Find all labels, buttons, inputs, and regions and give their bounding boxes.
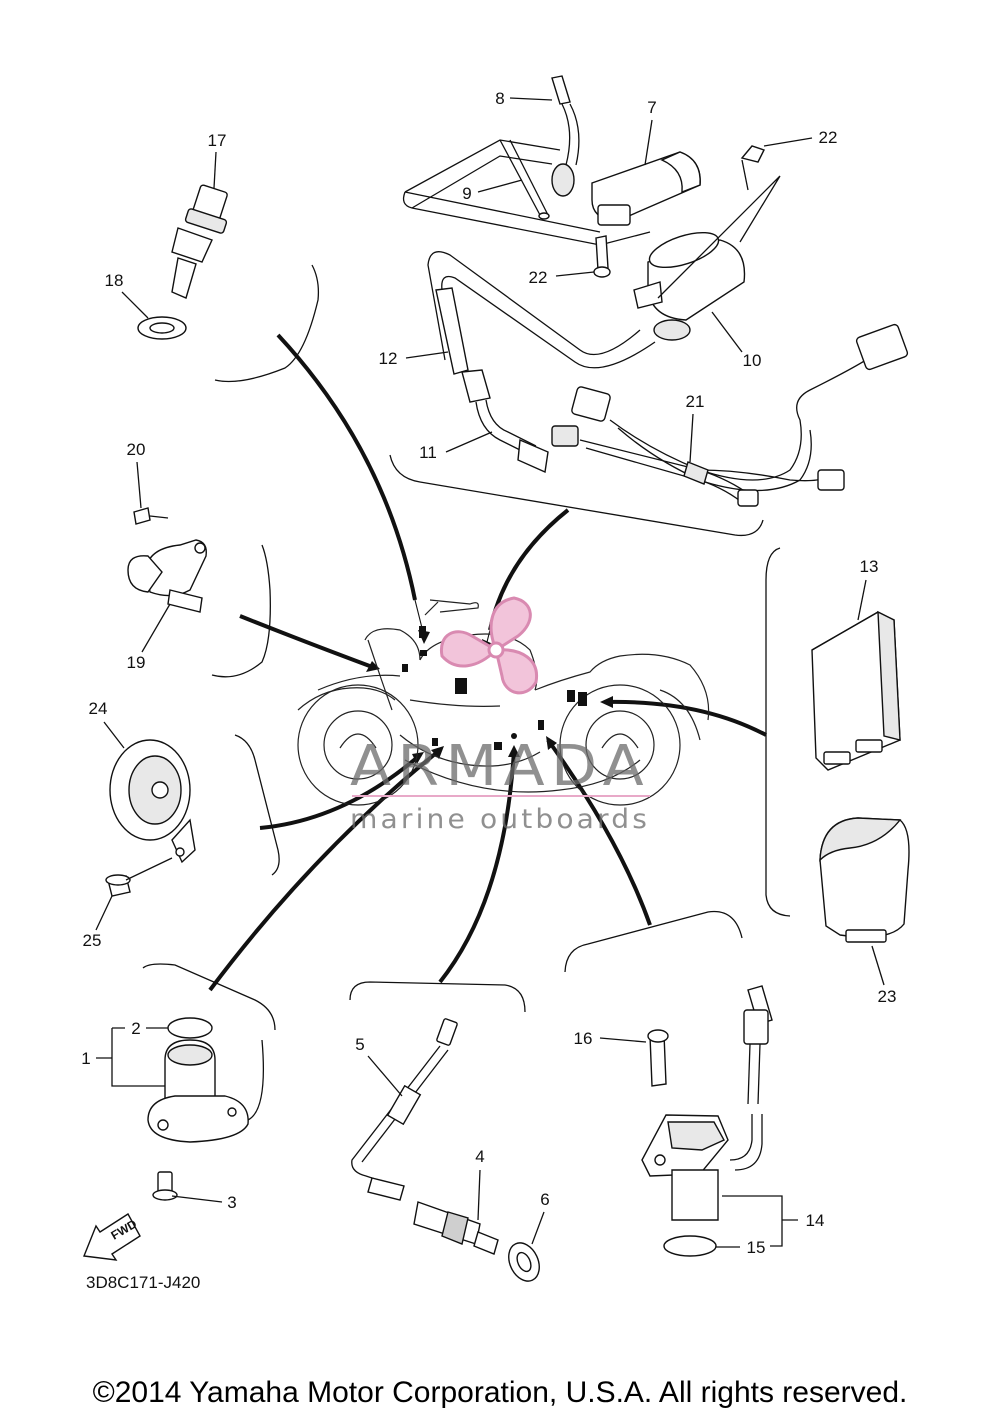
callout-24: 24 (89, 699, 108, 718)
callout-13: 13 (860, 557, 879, 576)
motorcycle-outline (297, 599, 710, 806)
callout-22-mid: 22 (529, 268, 548, 287)
callout-17: 17 (208, 131, 227, 150)
part-13-ecu (811, 610, 901, 771)
part-19-throttle-position-sensor (127, 507, 207, 613)
callout-15: 15 (747, 1238, 766, 1257)
callout-14: 14 (806, 1211, 825, 1230)
callout-9: 9 (462, 184, 471, 203)
callout-19: 19 (127, 653, 146, 672)
part-22-screw (593, 235, 611, 278)
callout-4: 4 (475, 1147, 484, 1166)
copyright-notice: ©2014 Yamaha Motor Corporation, U.S.A. A… (92, 1376, 908, 1409)
part-10-ignition-coil-rear (427, 145, 765, 474)
part-24-horn (105, 739, 196, 897)
watermark-brand: ARMADA (350, 734, 650, 799)
callout-22-top: 22 (819, 128, 838, 147)
part-17-temperature-sensor (137, 184, 228, 340)
part-4-o2-sensor (351, 1018, 540, 1282)
callout-20: 20 (127, 440, 146, 459)
callout-8: 8 (495, 89, 504, 108)
watermark-tagline: marine outboards (350, 804, 650, 835)
callout-21: 21 (686, 392, 705, 411)
part-code: 3D8C171-J420 (86, 1273, 200, 1292)
part-14-crankshaft-sensor (641, 985, 773, 1257)
callout-23: 23 (878, 987, 897, 1006)
callout-11: 11 (419, 443, 437, 462)
callout-12: 12 (379, 349, 398, 368)
watermark: ARMADA marine outboards (350, 596, 650, 835)
callout-25: 25 (83, 931, 102, 950)
part-23-relay (819, 817, 910, 943)
callout-10: 10 (743, 351, 762, 370)
callout-16: 16 (574, 1029, 593, 1048)
propeller-logo-icon (439, 596, 539, 695)
part-1-speed-sensor (147, 1017, 265, 1201)
bike-leader-lines (208, 333, 767, 992)
callout-1: 1 (81, 1049, 90, 1068)
callout-5: 5 (355, 1035, 364, 1054)
callout-6: 6 (540, 1190, 549, 1209)
callout-7: 7 (647, 98, 656, 117)
fwd-arrow-icon: FWD (83, 1213, 141, 1261)
part-21-wire-harness (551, 323, 909, 507)
callout-2: 2 (131, 1019, 140, 1038)
callout-18: 18 (105, 271, 124, 290)
callout-labels: 1 2 3 4 5 6 7 8 9 10 11 12 13 (81, 89, 896, 1257)
callout-3: 3 (227, 1193, 236, 1212)
part-7-ignition-coil (402, 75, 701, 246)
